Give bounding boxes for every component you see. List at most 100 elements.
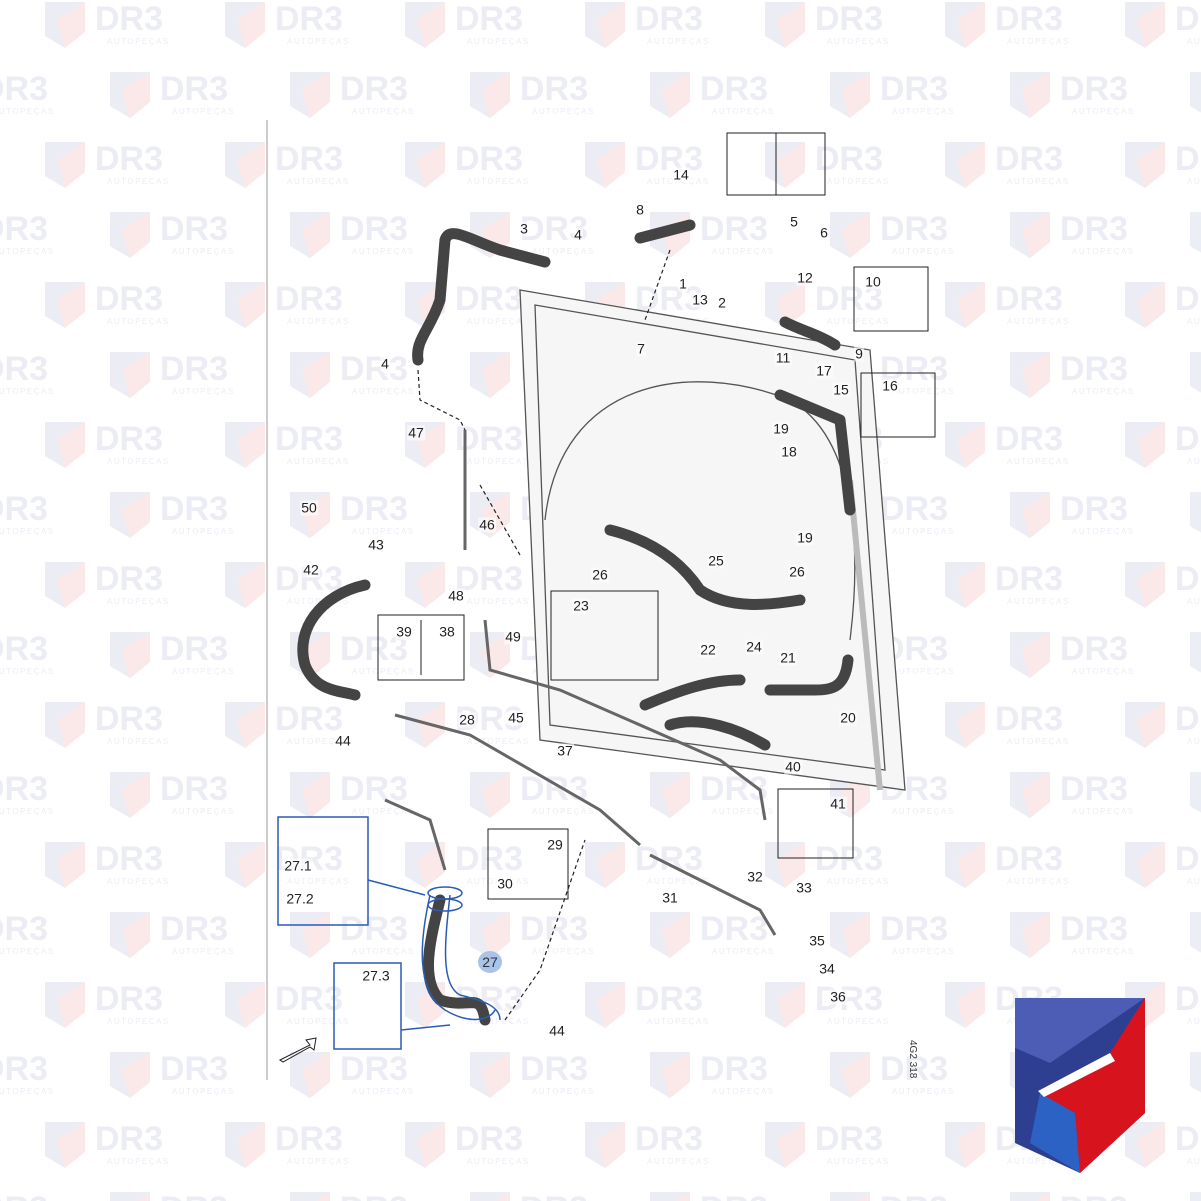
svg-text:DR3: DR3 bbox=[0, 1190, 48, 1201]
svg-text:DR3: DR3 bbox=[275, 140, 343, 178]
part-label-14: 14 bbox=[672, 166, 690, 183]
svg-text:DR3: DR3 bbox=[995, 140, 1063, 178]
svg-text:AUTOPEÇAS: AUTOPEÇAS bbox=[712, 947, 775, 956]
svg-text:DR3: DR3 bbox=[700, 1190, 768, 1201]
svg-text:AUTOPEÇAS: AUTOPEÇAS bbox=[647, 37, 710, 46]
svg-text:AUTOPEÇAS: AUTOPEÇAS bbox=[827, 1157, 890, 1166]
svg-text:DR3: DR3 bbox=[455, 560, 523, 598]
part-label-30: 30 bbox=[496, 875, 514, 892]
part-label-4: 4 bbox=[380, 355, 390, 372]
svg-text:DR3: DR3 bbox=[0, 350, 48, 388]
svg-text:AUTOPEÇAS: AUTOPEÇAS bbox=[287, 737, 350, 746]
part-label-7: 7 bbox=[636, 340, 646, 357]
svg-text:AUTOPEÇAS: AUTOPEÇAS bbox=[1007, 37, 1070, 46]
part-label-21: 21 bbox=[779, 649, 797, 666]
part-label-39: 39 bbox=[395, 623, 413, 640]
svg-text:DR3: DR3 bbox=[880, 490, 948, 528]
svg-text:AUTOPEÇAS: AUTOPEÇAS bbox=[892, 947, 955, 956]
part-label-5: 5 bbox=[789, 213, 799, 230]
part-label-10: 10 bbox=[864, 273, 882, 290]
svg-text:DR3: DR3 bbox=[815, 980, 883, 1018]
svg-text:DR3: DR3 bbox=[340, 210, 408, 248]
part-label-3: 3 bbox=[519, 220, 529, 237]
svg-text:AUTOPEÇAS: AUTOPEÇAS bbox=[352, 387, 415, 396]
part-label-49: 49 bbox=[504, 628, 522, 645]
svg-text:DR3: DR3 bbox=[95, 1120, 163, 1158]
part-label-37: 37 bbox=[556, 742, 574, 759]
svg-text:DR3: DR3 bbox=[275, 280, 343, 318]
svg-text:DR3: DR3 bbox=[815, 140, 883, 178]
svg-text:AUTOPEÇAS: AUTOPEÇAS bbox=[1007, 177, 1070, 186]
svg-text:DR3: DR3 bbox=[160, 70, 228, 108]
part-label-19: 19 bbox=[772, 420, 790, 437]
svg-text:DR3: DR3 bbox=[995, 0, 1063, 38]
svg-text:AUTOPEÇAS: AUTOPEÇAS bbox=[1072, 947, 1135, 956]
svg-text:DR3: DR3 bbox=[1060, 630, 1128, 668]
svg-text:AUTOPEÇAS: AUTOPEÇAS bbox=[352, 527, 415, 536]
svg-text:AUTOPEÇAS: AUTOPEÇAS bbox=[827, 877, 890, 886]
svg-text:AUTOPEÇAS: AUTOPEÇAS bbox=[0, 387, 55, 396]
svg-text:DR3: DR3 bbox=[880, 70, 948, 108]
svg-text:AUTOPEÇAS: AUTOPEÇAS bbox=[107, 37, 170, 46]
svg-text:DR3: DR3 bbox=[1175, 0, 1201, 38]
svg-text:AUTOPEÇAS: AUTOPEÇAS bbox=[1187, 37, 1201, 46]
svg-text:AUTOPEÇAS: AUTOPEÇAS bbox=[827, 317, 890, 326]
part-label-42: 42 bbox=[302, 561, 320, 578]
svg-text:AUTOPEÇAS: AUTOPEÇAS bbox=[172, 667, 235, 676]
svg-text:DR3: DR3 bbox=[880, 210, 948, 248]
svg-text:DR3: DR3 bbox=[635, 980, 703, 1018]
svg-text:AUTOPEÇAS: AUTOPEÇAS bbox=[287, 1017, 350, 1026]
part-label-33: 33 bbox=[795, 879, 813, 896]
svg-text:DR3: DR3 bbox=[455, 280, 523, 318]
part-label-2: 2 bbox=[717, 294, 727, 311]
svg-text:AUTOPEÇAS: AUTOPEÇAS bbox=[827, 37, 890, 46]
svg-text:DR3: DR3 bbox=[95, 980, 163, 1018]
part-label-25: 25 bbox=[707, 552, 725, 569]
svg-text:AUTOPEÇAS: AUTOPEÇAS bbox=[352, 807, 415, 816]
svg-text:DR3: DR3 bbox=[1175, 1120, 1201, 1158]
part-label-24: 24 bbox=[745, 638, 763, 655]
part-label-17: 17 bbox=[815, 362, 833, 379]
svg-text:AUTOPEÇAS: AUTOPEÇAS bbox=[172, 527, 235, 536]
part-label-27-3: 27.3 bbox=[361, 967, 391, 984]
part-label-27-2: 27.2 bbox=[285, 890, 315, 907]
part-label-35: 35 bbox=[808, 932, 826, 949]
svg-text:AUTOPEÇAS: AUTOPEÇAS bbox=[352, 1087, 415, 1096]
svg-text:AUTOPEÇAS: AUTOPEÇAS bbox=[712, 107, 775, 116]
svg-text:DR3: DR3 bbox=[455, 140, 523, 178]
svg-text:DR3: DR3 bbox=[1175, 140, 1201, 178]
svg-text:DR3: DR3 bbox=[275, 0, 343, 38]
part-label-9: 9 bbox=[854, 345, 864, 362]
svg-text:AUTOPEÇAS: AUTOPEÇAS bbox=[107, 177, 170, 186]
view-direction-arrow-icon bbox=[279, 1037, 317, 1063]
